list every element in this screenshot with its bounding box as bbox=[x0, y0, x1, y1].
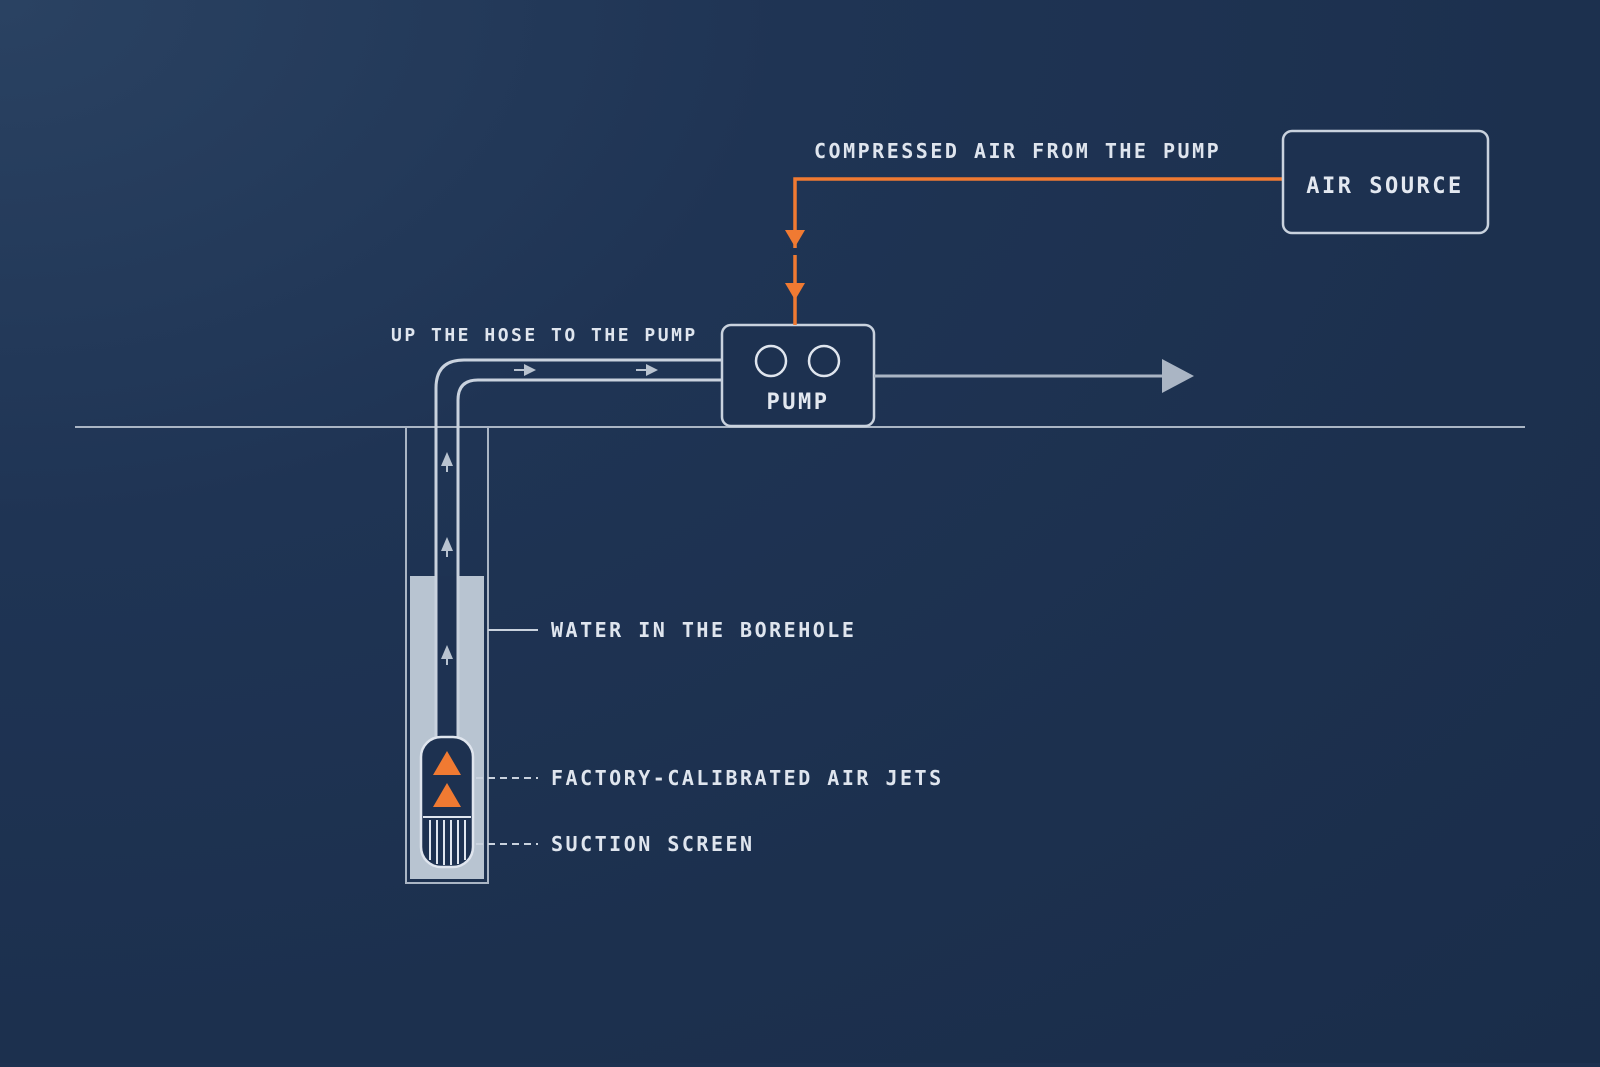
air-source-box bbox=[1281, 129, 1490, 235]
triangle-icon bbox=[433, 783, 461, 807]
pump-label: PUMP bbox=[767, 390, 830, 415]
suction-screen bbox=[423, 816, 471, 865]
air-source-label: AIR SOURCE bbox=[1306, 174, 1463, 199]
borehole-casing bbox=[405, 426, 489, 884]
arrow-icon bbox=[441, 537, 453, 551]
circle-icon bbox=[754, 344, 788, 378]
hose-outer-wall bbox=[434, 358, 724, 740]
air-jets bbox=[433, 751, 461, 807]
arrow-icon bbox=[441, 452, 453, 466]
circle-icon bbox=[807, 344, 841, 378]
arrow-icon bbox=[1162, 359, 1194, 393]
hose-inner-wall bbox=[456, 378, 724, 740]
air-line-gap bbox=[790, 248, 800, 255]
upward-flow-arrows bbox=[441, 452, 453, 665]
arrow-icon bbox=[785, 283, 805, 300]
arrow-icon bbox=[646, 364, 658, 376]
water-label: WATER IN THE BOREHOLE bbox=[551, 618, 856, 642]
hose-label: UP THE HOSE TO THE PUMP bbox=[391, 325, 698, 346]
rightward-flow-arrows bbox=[514, 364, 658, 376]
screen-label: SUCTION SCREEN bbox=[551, 832, 755, 856]
arrow-icon bbox=[441, 645, 453, 659]
compressed-air-label: COMPRESSED AIR FROM THE PUMP bbox=[814, 139, 1221, 163]
arrow-icon bbox=[524, 364, 536, 376]
triangle-icon bbox=[433, 751, 461, 775]
jets-label: FACTORY-CALIBRATED AIR JETS bbox=[551, 766, 944, 790]
compressed-air-line bbox=[793, 177, 1283, 325]
arrow-icon bbox=[785, 230, 805, 247]
